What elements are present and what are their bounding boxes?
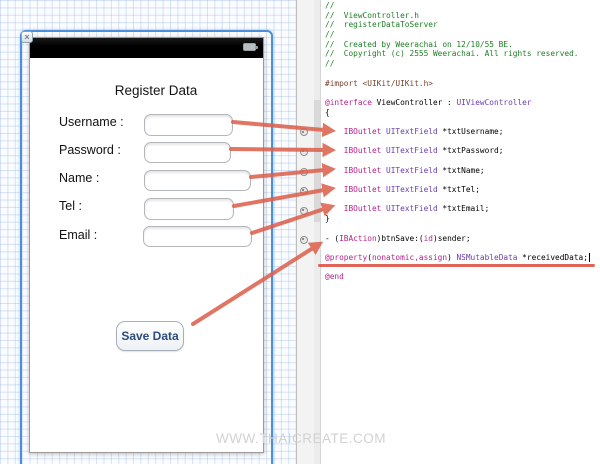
- code-line: [325, 175, 600, 185]
- code-line: @interface ViewController : UIViewContro…: [325, 97, 532, 107]
- code-line: IBOutlet UITextField *txtPassword;: [343, 146, 504, 156]
- form-title: Register Data: [114, 83, 198, 98]
- password-label: Password :: [59, 143, 121, 157]
- code-line: IBOutlet UITextField *txtUsername;: [343, 126, 504, 136]
- tel-label: Tel :: [59, 199, 82, 213]
- code-line: [325, 156, 600, 166]
- code-line: IBOutlet UITextField *txtName;: [343, 165, 485, 175]
- name-label: Name :: [59, 171, 100, 185]
- code-line: IBOutlet UITextField *txtTel;: [343, 185, 480, 195]
- email-field[interactable]: [143, 226, 252, 247]
- property-highlight-underline: [318, 264, 595, 267]
- email-label: Email :: [59, 228, 98, 242]
- name-field[interactable]: [144, 170, 251, 191]
- code-line: // registerDataToServer: [325, 20, 438, 30]
- editor-gutter: [296, 0, 314, 464]
- code-line: [325, 137, 600, 147]
- code-line: //: [325, 1, 335, 10]
- interface-builder-canvas: × Register Data Username : Password : Na…: [0, 0, 296, 464]
- password-field[interactable]: [144, 142, 231, 163]
- code-line: {: [325, 107, 330, 117]
- code-line: //: [325, 30, 335, 40]
- text-cursor: [589, 253, 591, 262]
- code-line: @property(nonatomic,assign) NSMutableDat…: [325, 252, 588, 262]
- code-line: // Copyright (c) 2555 Weerachai. All rig…: [325, 49, 579, 59]
- code-line: [325, 224, 600, 234]
- code-line: [325, 88, 600, 98]
- code-line: #import <UIKit/UIKit.h>: [325, 78, 433, 88]
- tel-field[interactable]: [144, 198, 234, 220]
- connection-well-icon[interactable]: [299, 235, 308, 244]
- phone-view[interactable]: Register Data Username : Password : Name…: [29, 37, 264, 453]
- code-line: // Created by Weerachai on 12/10/55 BE.: [325, 39, 513, 49]
- code-line: @end: [325, 272, 344, 282]
- status-bar: [30, 38, 263, 58]
- connection-well-icon[interactable]: [299, 186, 308, 195]
- focus-ribbon: [314, 0, 321, 464]
- battery-icon: [243, 43, 258, 51]
- code-line: // ViewController.h: [325, 10, 419, 20]
- connection-well-icon[interactable]: [299, 147, 308, 156]
- code-line: //: [325, 59, 335, 69]
- code-line: [325, 69, 600, 79]
- code-line: [325, 117, 600, 127]
- close-icon[interactable]: ×: [21, 31, 33, 43]
- save-data-button[interactable]: Save Data: [116, 321, 184, 351]
- connection-well-icon[interactable]: [299, 128, 308, 136]
- code-editor[interactable]: //// ViewController.h// registerDataToSe…: [321, 0, 600, 464]
- code-line: [325, 243, 600, 253]
- code-line: [325, 195, 600, 205]
- focus-ribbon-depth: [314, 100, 320, 222]
- username-field[interactable]: [144, 114, 233, 136]
- code-line: IBOutlet UITextField *txtEmail;: [343, 204, 490, 214]
- connection-well-icon[interactable]: [299, 206, 308, 215]
- username-label: Username :: [59, 115, 124, 129]
- code-line: - (IBAction)btnSave:(id)sender;: [325, 233, 471, 243]
- code-lines: //// ViewController.h// registerDataToSe…: [321, 0, 600, 282]
- connection-well-icon[interactable]: [299, 167, 308, 176]
- code-line: }: [325, 214, 330, 224]
